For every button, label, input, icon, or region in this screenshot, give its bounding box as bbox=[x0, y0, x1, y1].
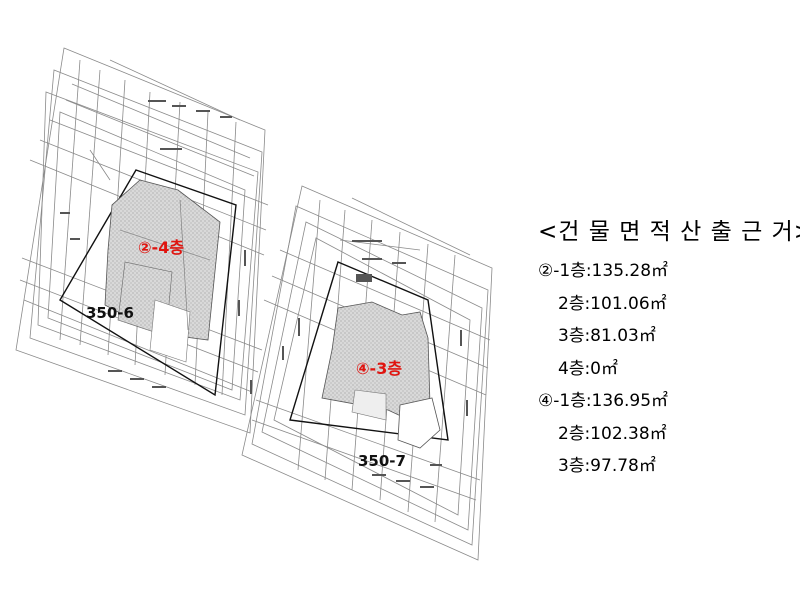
lot-label-350-7: 350-7 bbox=[358, 452, 406, 470]
lot-label-350-6: 350-6 bbox=[86, 304, 134, 322]
courtyard-350-7 bbox=[351, 389, 387, 421]
plan-350-6: 350-6 ②-4층 bbox=[15, 47, 269, 434]
area-row: ④-1층:136.95㎡ bbox=[538, 391, 669, 411]
area-calculation-heading: <건 물 면 적 산 출 근 거> bbox=[538, 219, 800, 245]
courtyard-350-6 bbox=[149, 299, 191, 363]
plan-350-7-dimension-marks bbox=[282, 240, 468, 488]
lot-boundary-350-6 bbox=[59, 169, 237, 397]
area-row: 3층:97.78㎡ bbox=[558, 456, 656, 476]
area-row: ②-1층:135.28㎡ bbox=[538, 261, 669, 281]
area-row: 3층:81.03㎡ bbox=[558, 326, 656, 346]
entrance-350-7 bbox=[397, 397, 441, 449]
site-plan-drawing: 350-6 ②-4층 bbox=[15, 47, 493, 561]
plan-350-6-dimension-marks bbox=[60, 100, 252, 394]
area-calculation-panel: <건 물 면 적 산 출 근 거> ②-1층:135.28㎡ 2층:101.06㎡… bbox=[528, 212, 800, 486]
area-list: ②-1층:135.28㎡ 2층:101.06㎡ 3층:81.03㎡ 4층:0㎡ ④-1층… bbox=[528, 258, 792, 486]
area-row: 2층:102.38㎡ bbox=[558, 423, 667, 444]
building-label-350-7: ④-3층 bbox=[356, 359, 402, 378]
area-row: 2층:101.06㎡ bbox=[558, 293, 667, 314]
lot-boundary-350-7 bbox=[289, 261, 449, 441]
building-label-350-6: ②-4층 bbox=[138, 238, 184, 257]
area-row: 4층:0㎡ bbox=[558, 358, 618, 379]
plan-350-7: 350-7 ④-3층 bbox=[241, 185, 493, 561]
